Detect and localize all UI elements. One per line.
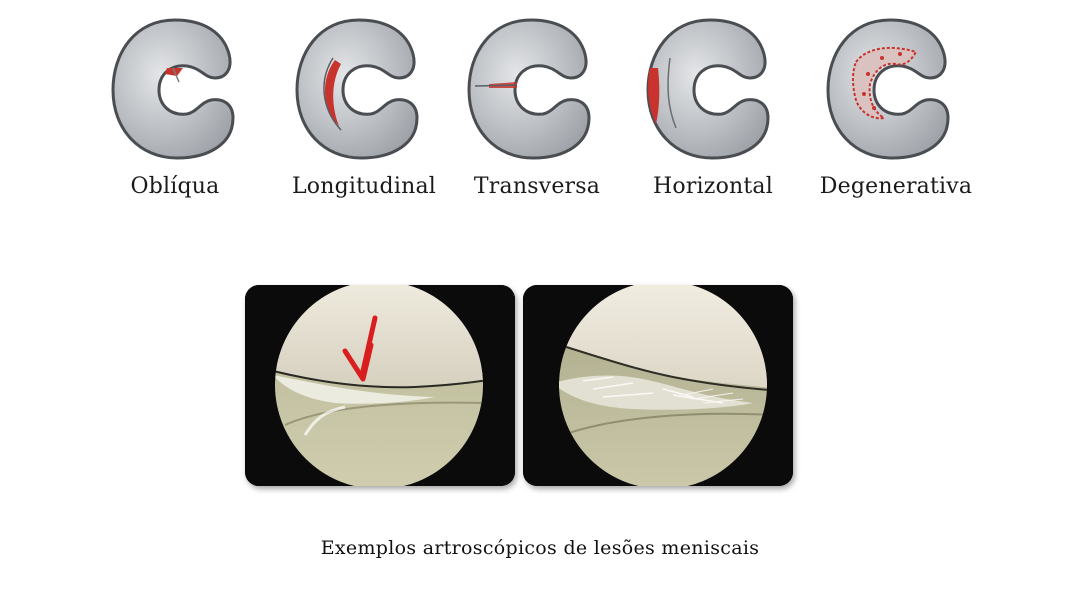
arthroscopic-photo-frayed-meniscus	[523, 285, 793, 486]
tear-label-oblique: Oblíqua	[130, 174, 220, 199]
figure-caption: Exemplos artroscópicos de lesões menisca…	[320, 537, 760, 559]
tear-label-longitudinal: Longitudinal	[292, 174, 436, 199]
meniscal-tear-types-diagram: Oblíqua Longitudinal Transversa Horizont…	[0, 0, 1080, 210]
arthroscopic-photo-with-arrow	[245, 285, 515, 486]
tear-label-transverse: Transversa	[473, 174, 601, 199]
horizontal-tear-meniscus-icon	[640, 8, 780, 168]
degenerative-tear-meniscus-icon	[820, 8, 960, 168]
transverse-tear-meniscus-icon	[461, 8, 601, 168]
longitudinal-tear-meniscus-icon	[289, 8, 429, 168]
tear-label-degenerative: Degenerativa	[819, 174, 973, 199]
tear-label-horizontal: Horizontal	[653, 174, 773, 199]
oblique-tear-meniscus-icon	[105, 8, 245, 168]
